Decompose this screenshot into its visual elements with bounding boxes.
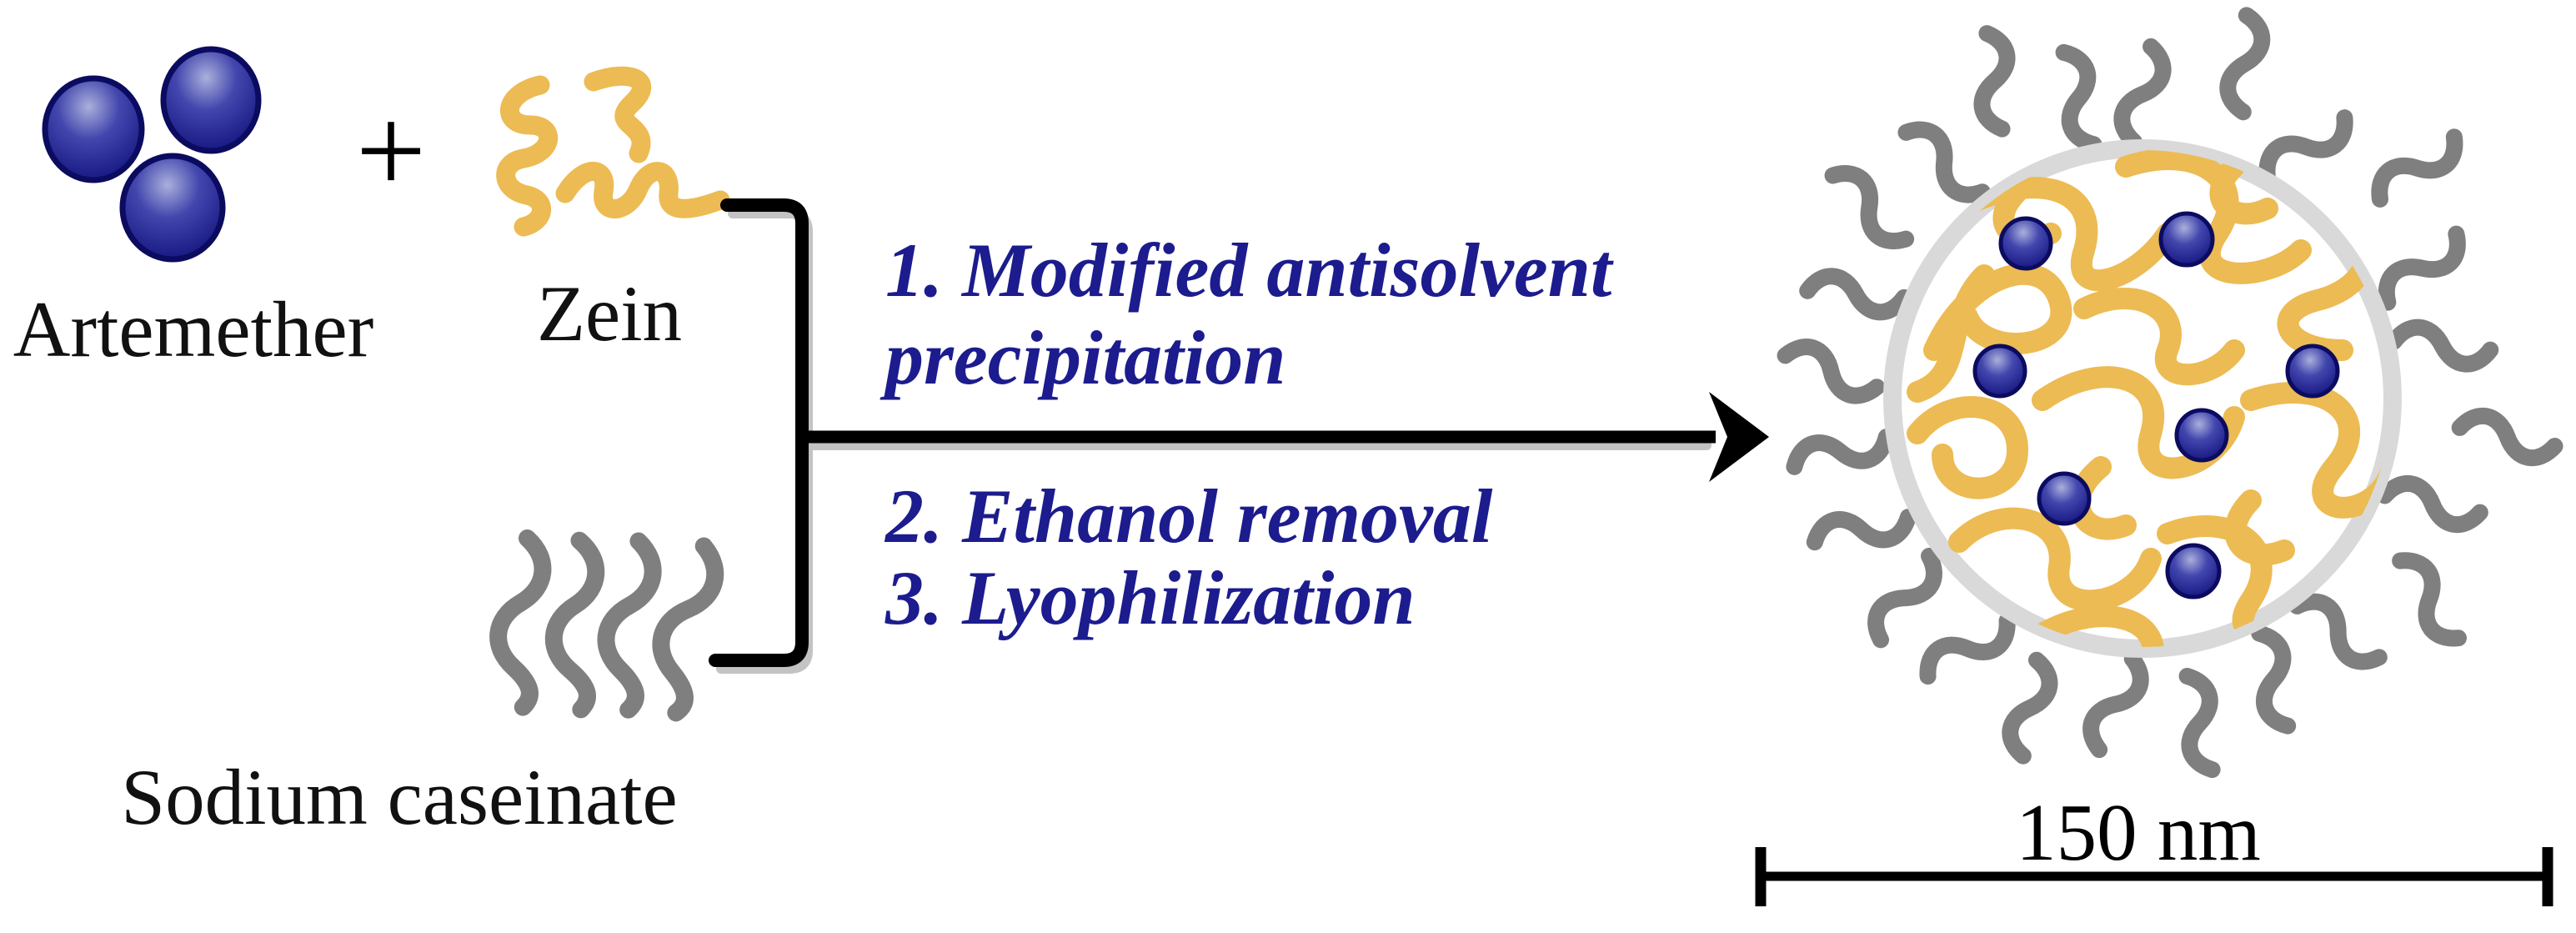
corona-strand (2393, 325, 2492, 366)
artemether-sphere (42, 75, 145, 183)
drug-spheres (1972, 211, 2340, 599)
sodium-caseinate-label: Sodium caseinate (121, 753, 677, 841)
core-strand (2073, 288, 2245, 386)
scale-bar (1755, 847, 2553, 906)
artemether-spheres (42, 46, 262, 263)
corona-strand (1971, 31, 2018, 132)
corona-strand (1811, 501, 1912, 558)
corona-strand (2118, 43, 2168, 144)
process-arrow (802, 392, 1769, 482)
corona-strand (2288, 592, 2388, 671)
core-strand (2032, 605, 2245, 647)
corona-strand (2457, 412, 2558, 462)
drug-sphere (2285, 344, 2340, 399)
drug-sphere (2174, 408, 2229, 463)
corona-strand (2007, 658, 2053, 758)
core-strand (1948, 507, 2162, 612)
process-steps: 1. Modified antisolvent precipitation 2.… (880, 228, 1614, 640)
core-strand (2115, 150, 2312, 284)
bracket-path (709, 198, 809, 667)
core-strand (2209, 156, 2278, 225)
corona-strand (1918, 608, 2016, 690)
drug-sphere (2037, 471, 2092, 526)
zein-strand (584, 66, 652, 163)
drug-sphere (2158, 211, 2215, 268)
corona-strand (1780, 340, 1882, 403)
corona-strand (1789, 421, 1891, 482)
step1-line2: precipitation (880, 315, 1285, 400)
zein-strand (555, 162, 730, 218)
caseinate-strand (549, 539, 598, 710)
plus-sign: + (356, 82, 427, 220)
corona-strand (2382, 479, 2483, 529)
core-strand (1907, 396, 2028, 499)
step2: 2. Ethanol removal (884, 474, 1493, 559)
corona-strand (2244, 629, 2303, 730)
zein-core-tangle (1907, 150, 2391, 647)
caseinate-strand (597, 539, 658, 710)
corona-strand (2388, 551, 2472, 648)
artemether-sphere (160, 46, 262, 154)
corona-strand (2172, 672, 2228, 774)
corona-strand (1807, 274, 1905, 314)
scale-bar-label: 150 nm (2016, 788, 2261, 877)
zein-squiggles (496, 66, 730, 237)
zein-label: Zein (537, 269, 682, 358)
drug-sphere (1998, 216, 2053, 271)
corona-strand (2048, 48, 2109, 149)
drug-sphere (2165, 543, 2222, 599)
corona-strand (2227, 15, 2263, 113)
corona-strand (1867, 548, 1943, 648)
corona-strand (1896, 119, 1992, 204)
arrow-head (1709, 392, 1769, 482)
corona-strand (2377, 223, 2468, 314)
zein-strand (496, 75, 559, 237)
core-strand (1907, 264, 1995, 403)
step3: 3. Lyophilization (885, 555, 1416, 640)
core-strand (2224, 489, 2295, 566)
corona-strand (2369, 124, 2464, 211)
sodium-caseinate-squiggles (491, 536, 722, 714)
artemether-sphere (119, 153, 226, 263)
caseinate-strand (491, 536, 546, 708)
corona-strand (1822, 163, 1917, 252)
corona-strand (2084, 653, 2148, 755)
artemether-label: Artemether (13, 285, 374, 374)
step1-line1: 1. Modified antisolvent (885, 228, 1614, 313)
combining-bracket (709, 198, 809, 667)
drug-sphere (1972, 344, 2027, 399)
